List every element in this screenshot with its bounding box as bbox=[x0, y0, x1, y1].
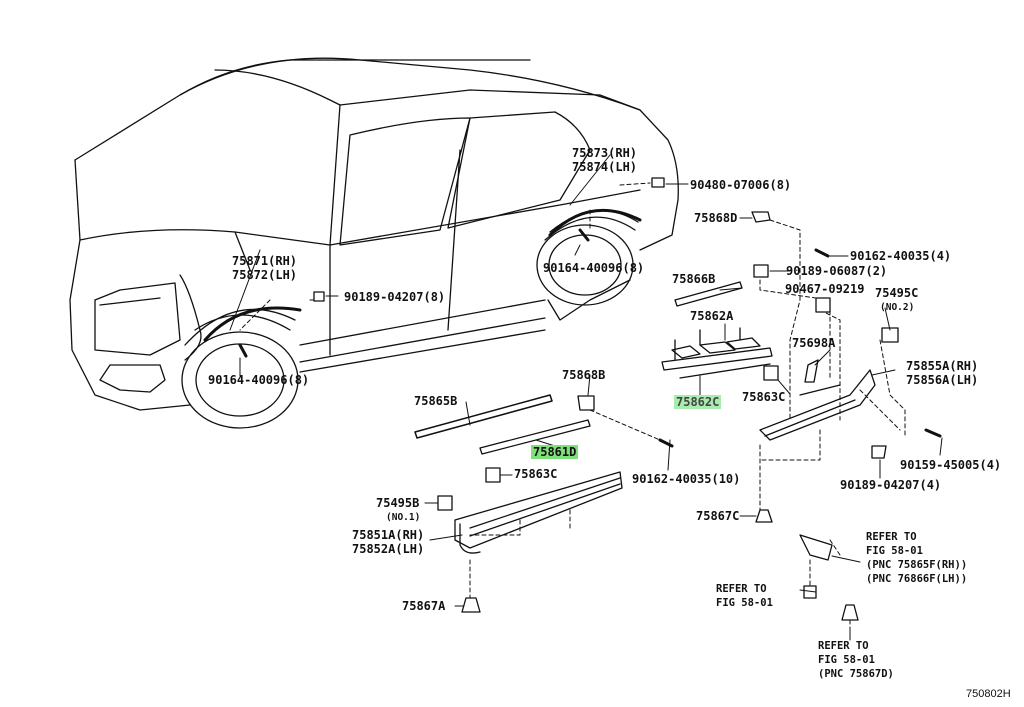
clip-icon bbox=[803, 585, 817, 599]
label-90467: 90467-09219 bbox=[785, 282, 865, 296]
label-75863C-left: 75863C bbox=[514, 467, 558, 481]
ref3-line2: FIG 58-01 bbox=[818, 654, 875, 666]
ref1-line3: (PNC 75865F(RH)) bbox=[866, 559, 968, 571]
label-75868D: 75868D bbox=[694, 211, 738, 225]
label-75872: 75872(LH) bbox=[232, 268, 298, 282]
label-75862A: 75862A bbox=[690, 309, 734, 323]
label-75874: 75874(LH) bbox=[572, 160, 638, 174]
clip-icon bbox=[871, 445, 887, 459]
clip-icon bbox=[485, 467, 501, 483]
ref1-line4: (PNC 76866F(LH)) bbox=[866, 573, 968, 585]
label-75495C-sub: (NO.2) bbox=[880, 302, 915, 313]
leader-lines bbox=[239, 182, 906, 641]
clip-icon bbox=[313, 291, 325, 302]
clip-icon bbox=[815, 297, 831, 313]
ref3-line3: (PNC 75867D) bbox=[818, 668, 894, 680]
label-75862C: 75862C bbox=[674, 395, 722, 409]
ref1-line1: REFER TO bbox=[866, 531, 917, 543]
ref3-line1: REFER TO bbox=[818, 640, 869, 652]
label-75873: 75873(RH) bbox=[572, 146, 638, 160]
label-90164-top: 90164-40096(8) bbox=[543, 261, 645, 275]
door-molding-strips bbox=[414, 394, 591, 455]
label-90189-4: 90189-04207(4) bbox=[840, 478, 942, 492]
rear-rocker-extension bbox=[759, 369, 876, 441]
nut-icon bbox=[753, 264, 769, 278]
right-molding-strips bbox=[661, 281, 773, 379]
clip-icon bbox=[841, 604, 859, 621]
screw-icon bbox=[924, 428, 942, 438]
label-75851A: 75851A(RH) bbox=[352, 528, 425, 542]
label-90189-8: 90189-04207(8) bbox=[344, 290, 446, 304]
label-75855A: 75855A(RH) bbox=[906, 359, 979, 373]
screw-icon bbox=[578, 228, 590, 242]
label-75698A: 75698A bbox=[792, 336, 836, 350]
label-90162-4: 90162-40035(4) bbox=[850, 249, 952, 263]
clip-icon bbox=[755, 509, 773, 523]
label-75852A: 75852A(LH) bbox=[352, 542, 425, 556]
car-body-outline bbox=[69, 57, 679, 411]
label-75871: 75871(RH) bbox=[232, 254, 298, 268]
label-90159: 90159-45005(4) bbox=[900, 458, 1002, 472]
diagram-id: 750802H bbox=[966, 688, 1011, 700]
label-75868B: 75868B bbox=[562, 368, 606, 382]
label-90480: 90480-07006(8) bbox=[690, 178, 792, 192]
clip-icon bbox=[763, 365, 779, 381]
label-leaders bbox=[229, 154, 943, 641]
clip-icon bbox=[577, 395, 595, 411]
bracket-icon bbox=[799, 534, 833, 561]
label-90164-left: 90164-40096(8) bbox=[208, 373, 310, 387]
label-75863C-right: 75863C bbox=[742, 390, 786, 404]
front-wheel-garnish bbox=[203, 306, 302, 342]
ref1-line2: FIG 58-01 bbox=[866, 545, 923, 557]
screw-icon bbox=[814, 248, 830, 258]
label-90162-10: 90162-40035(10) bbox=[632, 472, 741, 486]
label-75865B: 75865B bbox=[414, 394, 458, 408]
pad-icon bbox=[804, 359, 819, 383]
label-75856A: 75856A(LH) bbox=[906, 373, 979, 387]
clip-icon bbox=[651, 177, 665, 188]
label-75495B-sub: (NO.1) bbox=[386, 512, 421, 523]
screw-icon bbox=[238, 343, 248, 358]
label-90189-2: 90189-06087(2) bbox=[786, 264, 888, 278]
clips-and-screws bbox=[238, 177, 942, 621]
label-75495B: 75495B bbox=[376, 496, 420, 510]
clip-icon bbox=[461, 597, 481, 613]
label-75866B: 75866B bbox=[672, 272, 716, 286]
rocker-panel-assembly bbox=[454, 471, 623, 554]
label-75861D: 75861D bbox=[531, 445, 579, 459]
clip-icon bbox=[437, 495, 453, 511]
label-75495C: 75495C bbox=[875, 286, 919, 300]
rear-wheel bbox=[536, 210, 639, 306]
ref2-line2: FIG 58-01 bbox=[716, 597, 773, 609]
label-75867A: 75867A bbox=[402, 599, 446, 613]
clip-icon bbox=[881, 327, 899, 343]
ref2-line1: REFER TO bbox=[716, 583, 767, 595]
label-75867C: 75867C bbox=[696, 509, 740, 523]
clip-icon bbox=[751, 211, 771, 223]
rear-wheel-garnish bbox=[548, 208, 642, 237]
